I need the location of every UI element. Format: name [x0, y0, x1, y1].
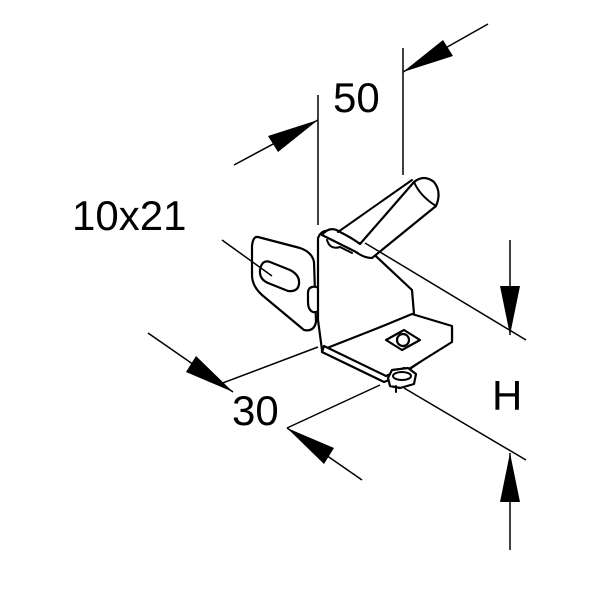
label-30: 30 — [232, 387, 279, 434]
leader-10x21 — [221, 239, 273, 277]
dimension-30: 30 — [147, 332, 381, 481]
label-10x21: 10x21 — [72, 192, 186, 239]
ext-line-30-upper — [219, 346, 319, 385]
hook-edge — [337, 179, 437, 233]
arrow-left-50 — [268, 120, 318, 152]
arrow-right-30 — [287, 428, 334, 464]
arrow-H-bottom — [500, 453, 520, 502]
label-50: 50 — [333, 74, 380, 121]
ext-line-30-lower — [286, 384, 381, 429]
dimension-H: H — [364, 240, 527, 550]
dimension-10x21: 10x21 — [72, 192, 273, 277]
arrow-left-30 — [186, 356, 233, 392]
hole-circle — [395, 332, 411, 348]
dimension-50: 50 — [233, 23, 489, 225]
arrow-H-top — [500, 286, 520, 335]
top-hook — [320, 176, 440, 260]
ext-line-H-bottom — [403, 387, 527, 461]
arrow-right-50 — [403, 40, 453, 72]
slot-10x21 — [258, 260, 301, 293]
label-H: H — [492, 372, 522, 419]
ext-line-H-top — [364, 242, 527, 341]
clip-part — [250, 176, 454, 393]
